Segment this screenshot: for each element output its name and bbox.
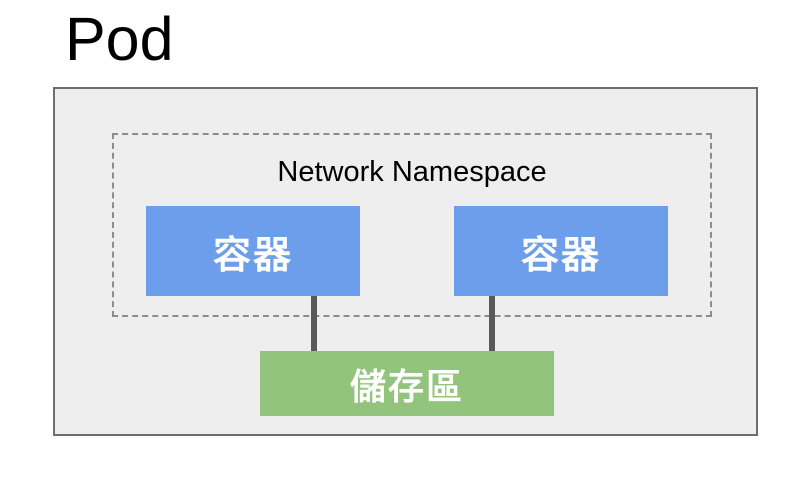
connector-line-container-2-storage	[489, 296, 495, 352]
page-title: Pod	[65, 5, 174, 73]
container-box-1: 容器	[146, 206, 360, 296]
container-box-2: 容器	[454, 206, 668, 296]
container-2-label: 容器	[520, 234, 601, 277]
container-1-label: 容器	[212, 234, 293, 277]
storage-label: 儲存區	[349, 365, 464, 407]
network-namespace-label: Network Namespace	[277, 156, 547, 188]
storage-box: 儲存區	[260, 351, 554, 416]
network-namespace-box	[112, 133, 712, 317]
connector-line-container-1-storage	[311, 296, 317, 352]
